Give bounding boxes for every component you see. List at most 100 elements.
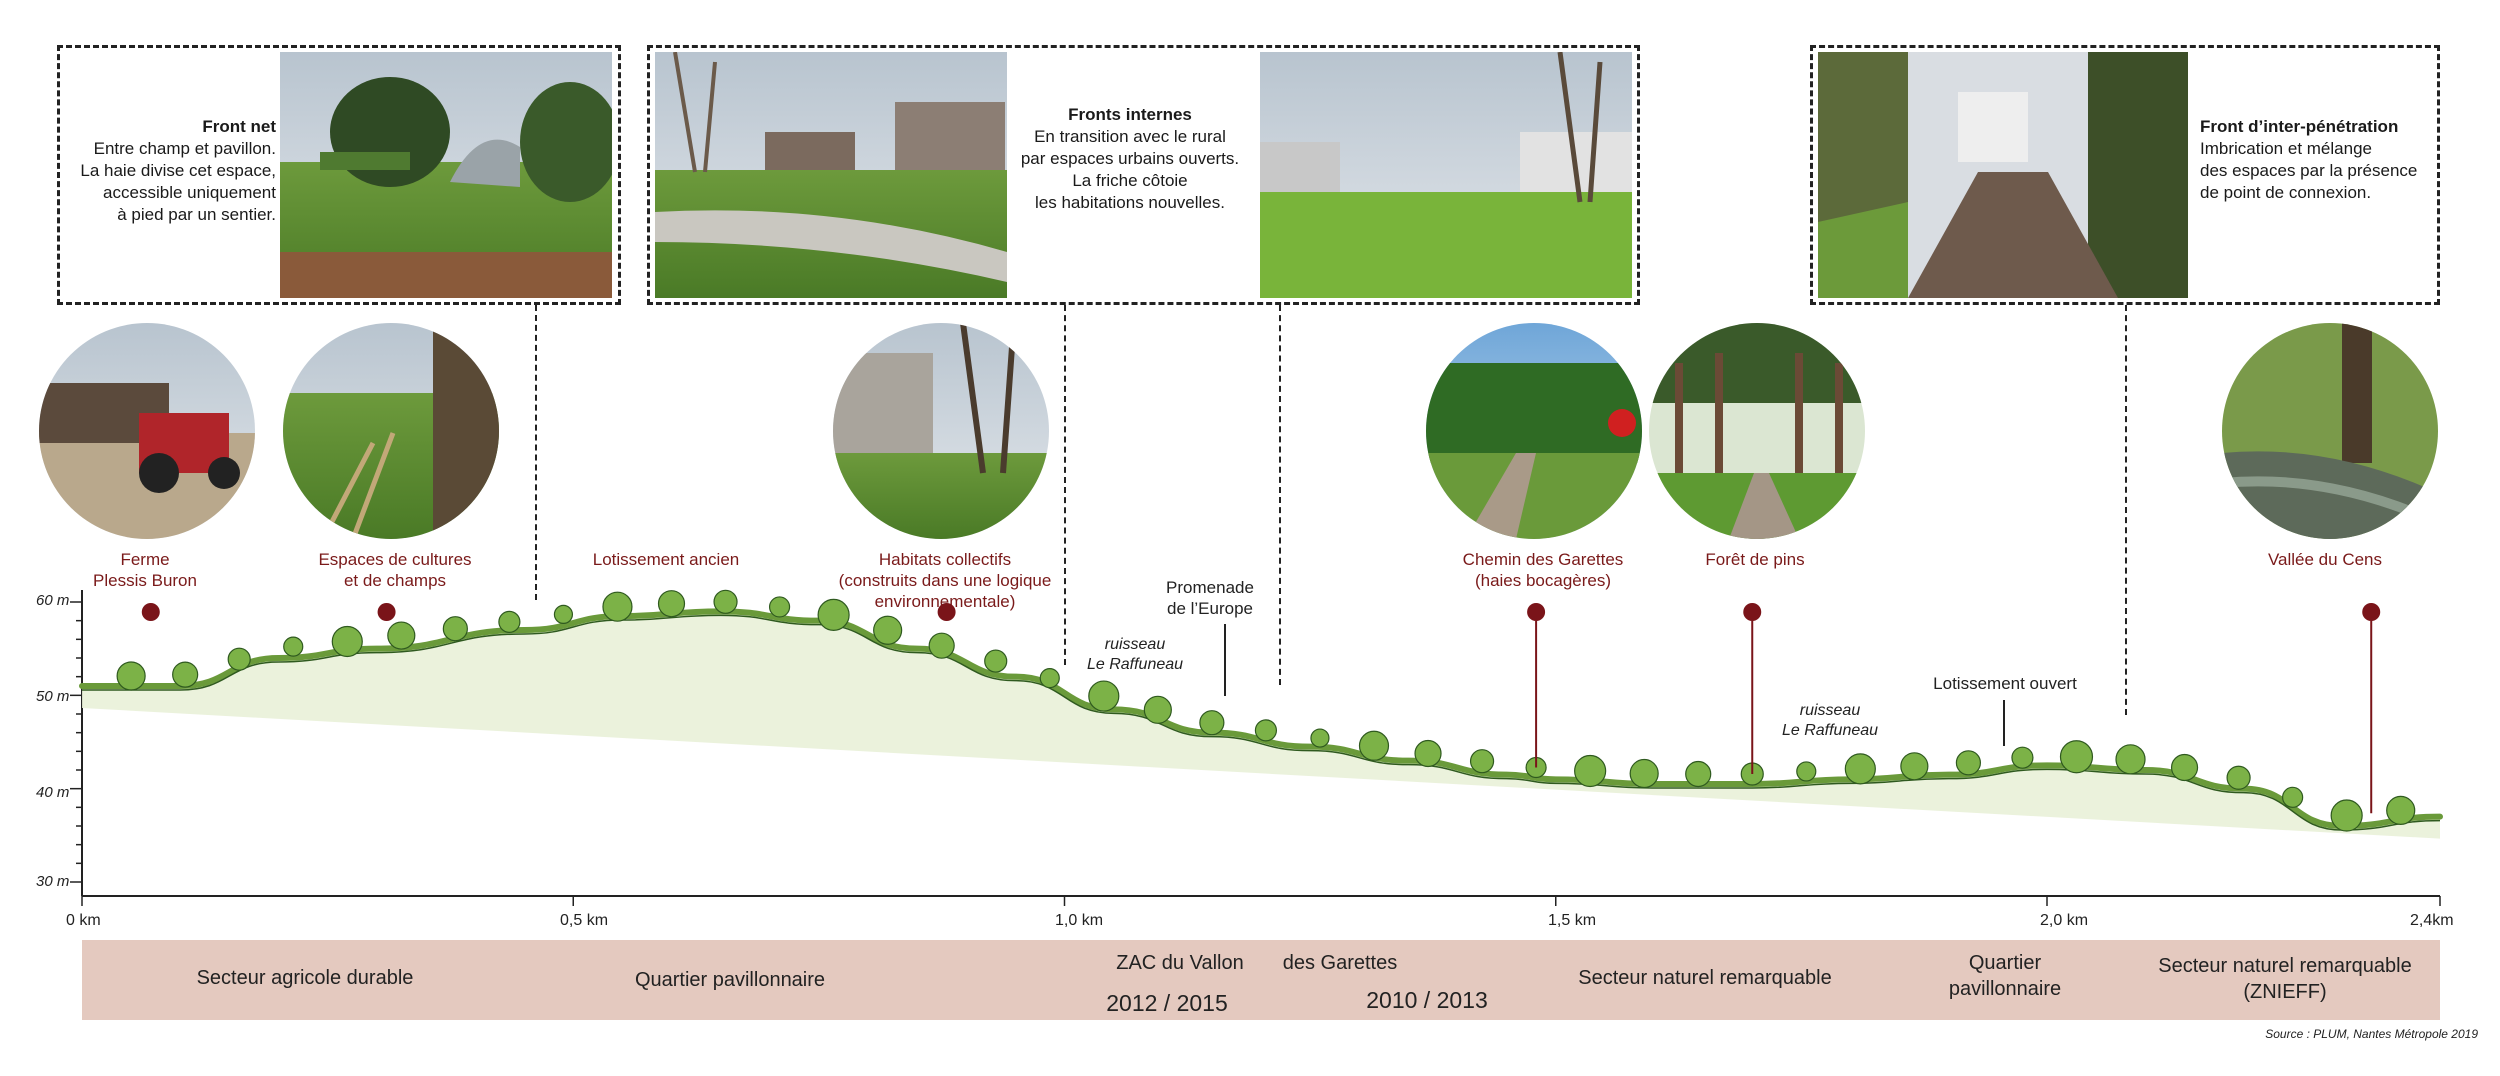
vegetation-mark (1358, 730, 1390, 761)
location-label-vallee: Vallée du Cens (2225, 549, 2425, 570)
sector-line: des Garettes (1282, 952, 1398, 974)
location-label-line: Forêt de pins (1705, 550, 1805, 569)
connector-fronts-internes-1 (1064, 305, 1066, 665)
annotation-line: de l’Europe (1166, 599, 1253, 618)
location-label-ferme: Ferme Plessis Buron (55, 549, 235, 591)
vegetation-mark (1574, 754, 1607, 788)
sector-pavillonnaire-2: Quartier pavillonnaire (1915, 950, 2095, 1002)
vegetation-mark (553, 604, 574, 625)
vegetation-mark (928, 632, 955, 659)
location-marker (377, 603, 396, 621)
sector-line: Secteur naturel remarquable (2158, 955, 2412, 977)
y-tick-label: 50 m (36, 688, 70, 705)
year-label: 2010 / 2013 (1366, 987, 1488, 1013)
photo-fronts-internes-right (1260, 52, 1632, 298)
sector-band (82, 940, 2440, 1020)
front-net-line: La haie divise cet espace, (80, 161, 276, 180)
vegetation-mark (442, 616, 468, 642)
connector-front-inter (2125, 305, 2127, 715)
fronts-internes-line: par espaces urbains ouverts. (1020, 149, 1240, 168)
front-inter-title: Front d’inter-pénétration (2200, 117, 2399, 136)
vegetation-mark (2226, 765, 2251, 790)
fronts-internes-text: Fronts internes En transition avec le ru… (1010, 104, 1250, 214)
annotation-line: ruisseau (1104, 636, 1166, 653)
annotation-lotissement-ouvert: Lotissement ouvert (1933, 674, 2077, 693)
promenade-leader (1224, 624, 1226, 696)
vegetation-mark (2282, 786, 2304, 808)
location-label-cultures: Espaces de cultures et de champs (295, 549, 495, 591)
front-inter-line: Imbrication et mélange (2200, 139, 2372, 158)
sector-line: Secteur naturel remarquable (1578, 967, 1832, 989)
photo-fronts-internes-left (655, 52, 1007, 298)
y-tick-label: 60 m (36, 592, 70, 609)
front-inter-text: Front d’inter-pénétration Imbrication et… (2200, 116, 2435, 204)
photo-front-net (280, 52, 612, 298)
sector-line: pavillonnaire (1948, 978, 2062, 1000)
sector-line: (ZNIEFF) (2243, 981, 2327, 1003)
photo-front-inter (1818, 52, 2188, 298)
vegetation-mark (2386, 795, 2416, 826)
location-marker (141, 603, 160, 621)
location-marker (2362, 603, 2381, 621)
front-inter-line: des espaces par la présence (2200, 161, 2418, 180)
front-inter-line: de point de connexion. (2200, 183, 2372, 202)
vegetation-mark (657, 590, 686, 618)
annotation-line: Le Raffuneau (1781, 722, 1879, 739)
front-net-line: Entre champ et pavillon. (93, 139, 276, 158)
sector-pavillonnaire: Quartier pavillonnaire (590, 967, 870, 993)
location-label-line: Vallée du Cens (2267, 550, 2383, 569)
vegetation-mark (172, 661, 199, 688)
vegetation-mark (1469, 749, 1495, 774)
circle-photo-vallee (2222, 323, 2438, 539)
vegetation-mark (2115, 744, 2146, 775)
y-tick-label: 40 m (36, 784, 70, 801)
front-net-line: accessible uniquement (103, 183, 276, 202)
location-label-habitats: Habitats collectifs (construits dans une… (805, 549, 1085, 612)
vegetation-mark (1310, 728, 1330, 748)
front-inter-frame (1810, 45, 2440, 305)
vegetation-mark (768, 596, 791, 618)
location-label-line: Lotissement ancien (592, 550, 740, 569)
vegetation-mark (602, 591, 633, 622)
location-label-line: environnementale) (874, 592, 1016, 611)
connector-front-net (535, 305, 537, 600)
sector-line: Quartier (1968, 952, 2042, 974)
vegetation-mark (713, 589, 738, 614)
year-label: 2012 / 2015 (1106, 990, 1228, 1016)
front-net-text: Front net Entre champ et pavillon. La ha… (60, 116, 276, 226)
connector-fronts-internes-2 (1279, 305, 1281, 685)
vegetation-mark (2330, 799, 2363, 832)
location-label-chemin: Chemin des Garettes (haies bocagères) (1433, 549, 1653, 591)
location-label-line: Ferme (120, 550, 170, 569)
vegetation-mark (1143, 695, 1172, 724)
sector-agricole: Secteur agricole durable (150, 965, 460, 991)
x-tick-label: 1,0 km (1055, 912, 1104, 929)
fronts-internes-line: En transition avec le rural (1034, 127, 1226, 146)
location-label-foret: Forêt de pins (1660, 549, 1850, 570)
front-net-frame (57, 45, 621, 305)
vegetation-mark (817, 598, 850, 631)
location-marker (937, 603, 956, 621)
vegetation-mark (498, 610, 521, 633)
location-marker (1743, 603, 1762, 621)
vegetation-mark (387, 621, 416, 650)
year-garettes: 2010 / 2013 (1322, 987, 1532, 1013)
source-note: Source : PLUM, Nantes Métropole 2019 (2265, 1027, 2478, 1041)
x-tick-label: 0,5 km (560, 912, 609, 929)
vegetation-mark (1088, 680, 1120, 712)
sector-garettes: des Garettes (1250, 950, 1430, 976)
profile-edge (82, 614, 2441, 831)
vegetation-mark (2170, 753, 2199, 782)
vegetation-mark (1844, 753, 1876, 785)
vegetation-mark (1039, 667, 1060, 689)
location-label-line: (haies bocagères) (1474, 571, 1612, 590)
annotation-line: Le Raffuneau (1086, 656, 1184, 673)
location-label-line: Chemin des Garettes (1462, 550, 1624, 569)
vegetation-mark (1900, 752, 1929, 781)
vegetation-mark (984, 649, 1008, 673)
sector-zac: ZAC du Vallon (1090, 950, 1270, 976)
x-tick-label: 1,5 km (1548, 912, 1597, 929)
fronts-internes-line: les habitations nouvelles. (1035, 193, 1225, 212)
location-marker (1527, 603, 1546, 621)
